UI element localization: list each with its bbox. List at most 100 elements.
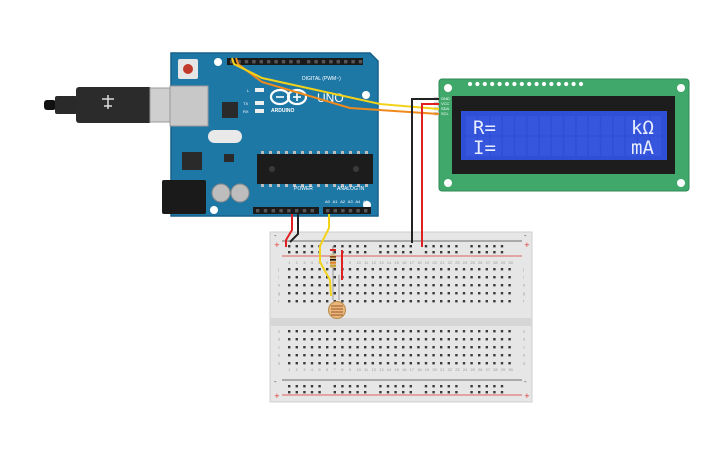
breadboard-hole[interactable] — [341, 245, 344, 248]
breadboard-hole[interactable] — [364, 300, 367, 303]
breadboard-hole[interactable] — [432, 330, 435, 333]
breadboard-hole[interactable] — [295, 362, 298, 365]
breadboard-hole[interactable] — [386, 284, 390, 287]
breadboard-hole[interactable] — [432, 346, 435, 349]
breadboard-hole[interactable] — [394, 245, 397, 248]
breadboard-hole[interactable] — [470, 276, 473, 279]
header-hole[interactable] — [259, 60, 263, 64]
breadboard-hole[interactable] — [470, 284, 473, 287]
breadboard-hole[interactable] — [409, 292, 412, 295]
breadboard-hole[interactable] — [493, 338, 496, 341]
breadboard-hole[interactable] — [348, 354, 352, 357]
breadboard-hole[interactable] — [295, 276, 298, 279]
breadboard-hole[interactable] — [409, 284, 412, 287]
breadboard-hole[interactable] — [409, 245, 412, 248]
breadboard-hole[interactable] — [303, 300, 306, 303]
breadboard-hole[interactable] — [478, 385, 481, 388]
breadboard-hole[interactable] — [288, 284, 291, 287]
breadboard-hole[interactable] — [310, 346, 314, 349]
breadboard-hole[interactable] — [295, 354, 298, 357]
breadboard-hole[interactable] — [303, 391, 306, 394]
breadboard-hole[interactable] — [447, 268, 450, 271]
breadboard-hole[interactable] — [341, 338, 344, 341]
breadboard-hole[interactable] — [424, 292, 428, 295]
breadboard-hole[interactable] — [288, 245, 291, 248]
breadboard-hole[interactable] — [432, 268, 435, 271]
breadboard-hole[interactable] — [318, 292, 321, 295]
breadboard-hole[interactable] — [417, 346, 420, 349]
breadboard-hole[interactable] — [356, 385, 359, 388]
breadboard-hole[interactable] — [348, 284, 352, 287]
breadboard-hole[interactable] — [364, 346, 367, 349]
breadboard-hole[interactable] — [424, 245, 428, 248]
breadboard-hole[interactable] — [326, 284, 329, 287]
breadboard-hole[interactable] — [402, 354, 405, 357]
breadboard-hole[interactable] — [485, 292, 488, 295]
breadboard-hole[interactable] — [402, 346, 405, 349]
breadboard-hole[interactable] — [508, 268, 511, 271]
breadboard-hole[interactable] — [424, 362, 428, 365]
breadboard-hole[interactable] — [447, 338, 450, 341]
header-hole[interactable] — [271, 209, 275, 213]
breadboard-hole[interactable] — [409, 251, 412, 254]
breadboard-hole[interactable] — [295, 284, 298, 287]
header-hole[interactable] — [279, 209, 283, 213]
breadboard-hole[interactable] — [424, 284, 428, 287]
breadboard-hole[interactable] — [485, 300, 488, 303]
breadboard-hole[interactable] — [455, 300, 458, 303]
breadboard-hole[interactable] — [386, 385, 390, 388]
breadboard-hole[interactable] — [432, 245, 435, 248]
wire-gnd[interactable] — [289, 214, 299, 243]
analog-header[interactable] — [323, 207, 371, 214]
breadboard-hole[interactable] — [417, 276, 420, 279]
breadboard-hole[interactable] — [356, 391, 359, 394]
breadboard-hole[interactable] — [402, 385, 405, 388]
breadboard-hole[interactable] — [462, 346, 466, 349]
breadboard-hole[interactable] — [440, 245, 443, 248]
breadboard-hole[interactable] — [356, 284, 359, 287]
breadboard-hole[interactable] — [288, 300, 291, 303]
breadboard-hole[interactable] — [318, 330, 321, 333]
breadboard-hole[interactable] — [432, 276, 435, 279]
breadboard-hole[interactable] — [500, 292, 504, 295]
breadboard-hole[interactable] — [455, 268, 458, 271]
breadboard-hole[interactable] — [493, 385, 496, 388]
breadboard-hole[interactable] — [386, 338, 390, 341]
breadboard-hole[interactable] — [500, 251, 504, 254]
breadboard-hole[interactable] — [318, 385, 321, 388]
breadboard-hole[interactable] — [508, 362, 511, 365]
breadboard-hole[interactable] — [310, 284, 314, 287]
breadboard-hole[interactable] — [379, 330, 382, 333]
breadboard-hole[interactable] — [409, 300, 412, 303]
breadboard-hole[interactable] — [386, 362, 390, 365]
breadboard-hole[interactable] — [371, 276, 374, 279]
breadboard-hole[interactable] — [371, 300, 374, 303]
breadboard-hole[interactable] — [447, 276, 450, 279]
breadboard-hole[interactable] — [440, 354, 443, 357]
breadboard-hole[interactable] — [417, 268, 420, 271]
breadboard-hole[interactable] — [364, 284, 367, 287]
header-hole[interactable] — [310, 209, 314, 213]
breadboard-hole[interactable] — [478, 251, 481, 254]
breadboard-hole[interactable] — [318, 391, 321, 394]
breadboard-hole[interactable] — [470, 300, 473, 303]
breadboard-hole[interactable] — [364, 391, 367, 394]
breadboard-hole[interactable] — [478, 354, 481, 357]
breadboard-hole[interactable] — [424, 391, 428, 394]
breadboard-hole[interactable] — [432, 362, 435, 365]
breadboard-hole[interactable] — [318, 284, 321, 287]
breadboard-hole[interactable] — [500, 276, 504, 279]
header-hole[interactable] — [329, 60, 333, 64]
header-hole[interactable] — [274, 60, 278, 64]
breadboard-hole[interactable] — [356, 292, 359, 295]
breadboard-hole[interactable] — [356, 268, 359, 271]
breadboard-hole[interactable] — [508, 276, 511, 279]
power-header[interactable] — [253, 207, 319, 214]
header-hole[interactable] — [302, 209, 307, 213]
breadboard-hole[interactable] — [386, 391, 390, 394]
breadboard-hole[interactable] — [500, 385, 504, 388]
breadboard-hole[interactable] — [440, 362, 443, 365]
wire-lcd-gnd[interactable] — [411, 98, 439, 243]
breadboard-hole[interactable] — [470, 346, 473, 349]
breadboard-hole[interactable] — [417, 292, 420, 295]
